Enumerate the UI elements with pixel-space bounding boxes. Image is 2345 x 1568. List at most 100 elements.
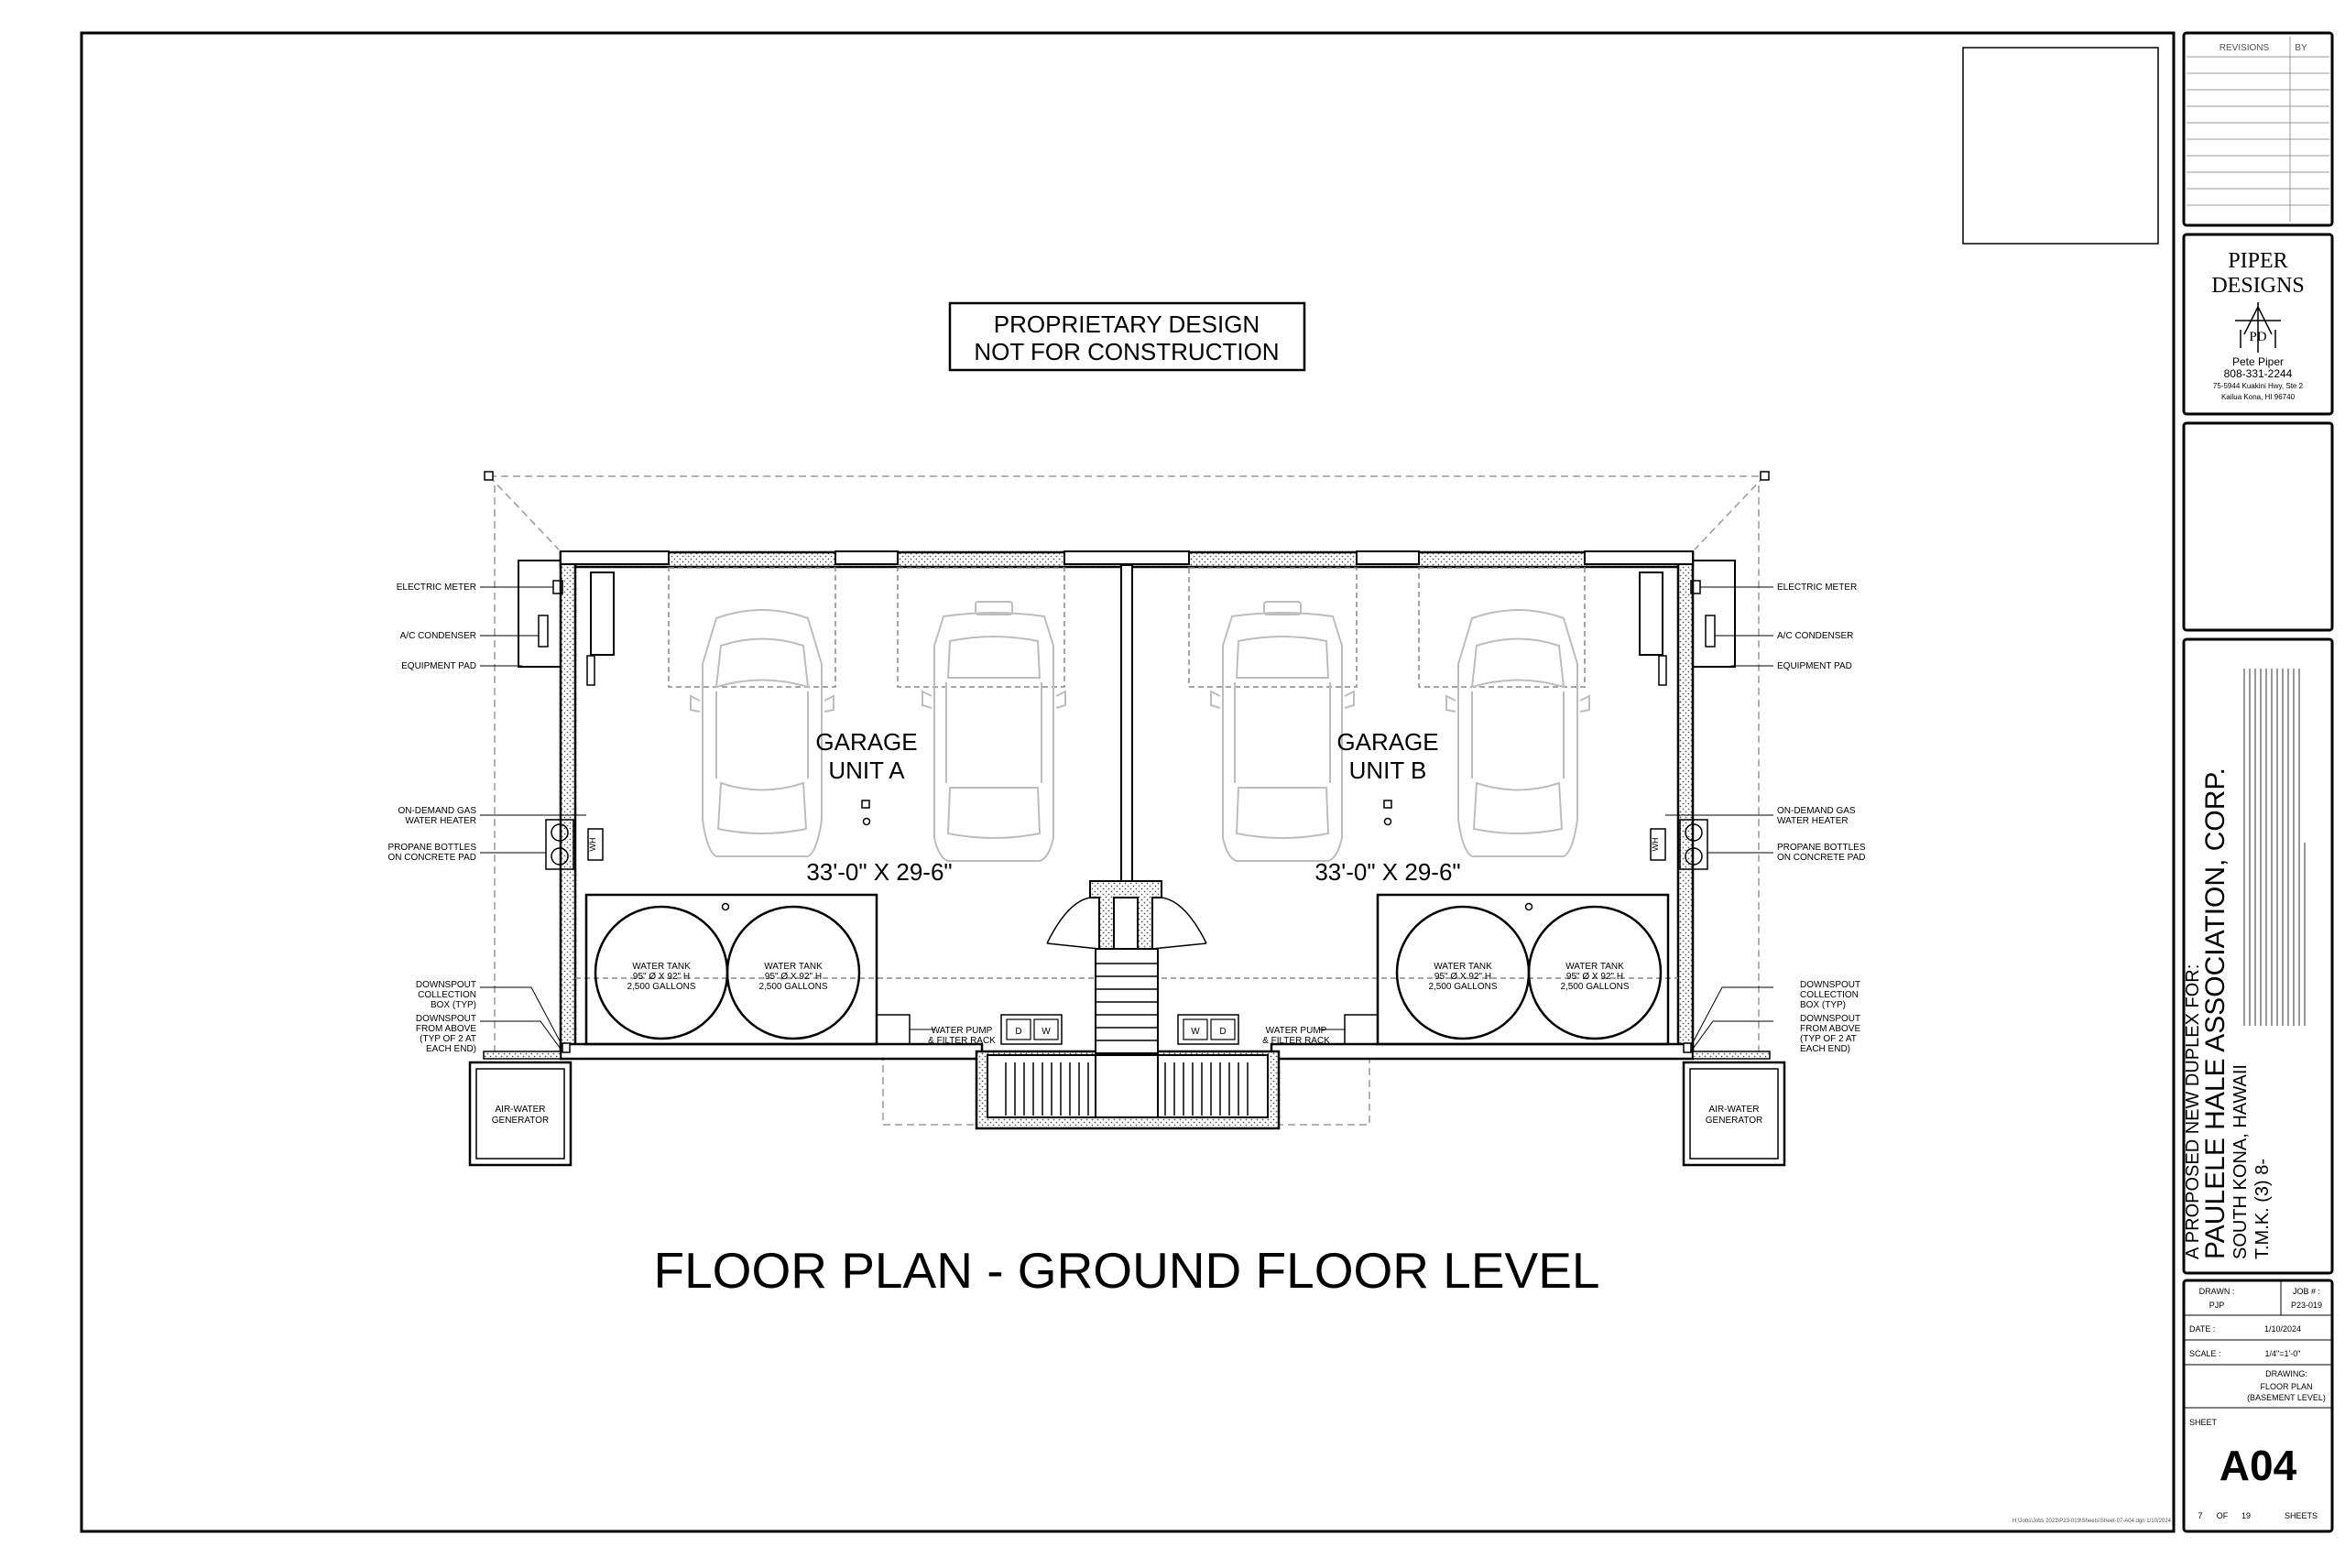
svg-text:EQUIPMENT PAD: EQUIPMENT PAD <box>1777 661 1852 671</box>
contact-address-1: 75-5944 Kuakini Hwy, Ste 2 <box>2213 382 2304 390</box>
unit-a-title-1: GARAGE <box>815 728 917 756</box>
svg-text:2,500 GALLONS: 2,500 GALLONS <box>758 982 827 992</box>
file-path: H:\Jobs\Jobs 2023\P23-019\Sheets\Sheet-0… <box>2012 1519 2172 1524</box>
svg-text:WATER PUMP: WATER PUMP <box>932 1026 993 1036</box>
unit-b-title-2: UNIT B <box>1349 757 1427 784</box>
tank-a1: WATER TANK 95" Ø X 92" H 2,500 GALLONS <box>594 905 729 1040</box>
svg-text:WATER TANK: WATER TANK <box>1565 962 1624 972</box>
scale-label: SCALE : <box>2189 1349 2221 1358</box>
svg-text:ON-DEMAND GAS: ON-DEMAND GAS <box>1777 806 1856 816</box>
svg-text:EACH END): EACH END) <box>426 1044 476 1054</box>
building-walls <box>559 550 1695 1130</box>
drawing-value-2: (BASEMENT LEVEL) <box>2247 1393 2326 1402</box>
svg-text:FROM ABOVE: FROM ABOVE <box>1800 1024 1860 1034</box>
notice-line-2: NOT FOR CONSTRUCTION <box>974 338 1279 365</box>
contact-phone: 808-331-2244 <box>2224 367 2293 380</box>
svg-text:FROM ABOVE: FROM ABOVE <box>416 1024 476 1034</box>
contact-name: Pete Piper <box>2232 355 2284 368</box>
notice-line-1: PROPRIETARY DESIGN <box>994 310 1260 338</box>
svg-text:2,500 GALLONS: 2,500 GALLONS <box>627 982 695 992</box>
svg-text:BOX (TYP): BOX (TYP) <box>431 1000 476 1010</box>
svg-text:EACH END): EACH END) <box>1800 1044 1850 1054</box>
sheet-total: 19 <box>2241 1511 2251 1520</box>
svg-text:WATER HEATER: WATER HEATER <box>405 816 476 826</box>
svg-text:DOWNSPOUT: DOWNSPOUT <box>1800 1014 1860 1024</box>
project-line-2: PAULELE HALE ASSOCIATION, CORP. <box>2200 768 2230 1259</box>
laundry-left: D W <box>1000 1014 1063 1045</box>
project-line-1: A PROPOSED NEW DUPLEX FOR: <box>2183 964 2203 1259</box>
svg-text:ON CONCRETE PAD: ON CONCRETE PAD <box>1777 853 1866 863</box>
wh-label-left: WH <box>588 838 597 852</box>
svg-text:WATER TANK: WATER TANK <box>632 962 691 972</box>
project-line-4: T.M.K. (3) 8- <box>2252 1159 2273 1259</box>
svg-text:A/C CONDENSER: A/C CONDENSER <box>400 631 476 641</box>
svg-text:PROPANE BOTTLES: PROPANE BOTTLES <box>387 843 476 853</box>
car-a1 <box>690 609 834 857</box>
svg-text:ELECTRIC METER: ELECTRIC METER <box>1777 583 1857 593</box>
drawing-value-1: FLOOR PLAN <box>2260 1382 2312 1391</box>
sheet-label: SHEET <box>2189 1418 2218 1427</box>
sheets-label: SHEETS <box>2285 1511 2318 1520</box>
generator-left-2: GENERATOR <box>492 1116 549 1126</box>
project-line-3: SOUTH KONA, HAWAII <box>2230 1064 2251 1259</box>
by-header: BY <box>2295 43 2307 53</box>
svg-text:95" Ø X 92" H: 95" Ø X 92" H <box>765 972 822 982</box>
unit-b-title-1: GARAGE <box>1336 728 1438 756</box>
svg-text:D: D <box>1219 1027 1226 1037</box>
stair-core <box>1005 880 1249 1117</box>
firm-logo-text: PD <box>2249 330 2266 344</box>
svg-text:ON CONCRETE PAD: ON CONCRETE PAD <box>388 853 477 863</box>
firm-name-2: DESIGNS <box>2211 274 2304 298</box>
svg-text:COLLECTION: COLLECTION <box>1800 990 1859 1000</box>
svg-text:WATER TANK: WATER TANK <box>764 962 823 972</box>
svg-text:ELECTRIC METER: ELECTRIC METER <box>397 583 476 593</box>
generator-right-2: GENERATOR <box>1706 1116 1762 1126</box>
sheet-of: OF <box>2217 1511 2229 1520</box>
svg-text:& FILTER RACK: & FILTER RACK <box>928 1036 996 1046</box>
tank-b2: WATER TANK 95" Ø X 92" H 2,500 GALLONS <box>1527 905 1663 1040</box>
disclaimer-lines <box>2243 669 2306 1026</box>
drawing-label: DRAWING: <box>2265 1369 2307 1378</box>
callouts-left: ELECTRIC METER A/C CONDENSER EQUIPMENT P… <box>387 583 586 1054</box>
firm-logo-icon <box>2235 302 2281 353</box>
firm-name-1: PIPER <box>2228 249 2287 273</box>
unit-a-title-2: UNIT A <box>828 757 905 784</box>
drawn-label: DRAWN : <box>2199 1287 2235 1296</box>
svg-text:(TYP OF 2 AT: (TYP OF 2 AT <box>420 1034 476 1044</box>
garage-headers <box>560 550 1694 565</box>
generator-left-1: AIR-WATER <box>496 1105 546 1115</box>
laundry-right: W D <box>1177 1014 1239 1045</box>
car-a2 <box>922 601 1066 862</box>
svg-text:95" Ø X 92" H: 95" Ø X 92" H <box>633 972 690 982</box>
svg-text:BOX (TYP): BOX (TYP) <box>1800 1000 1846 1010</box>
date-label: DATE : <box>2189 1324 2215 1334</box>
svg-text:WATER PUMP: WATER PUMP <box>1266 1026 1327 1036</box>
tank-b1: WATER TANK 95" Ø X 92" H 2,500 GALLONS <box>1395 905 1531 1040</box>
revisions-header: REVISIONS <box>2220 43 2270 53</box>
water-pump-left: WATER PUMP & FILTER RACK <box>910 1026 996 1046</box>
svg-text:2,500 GALLONS: 2,500 GALLONS <box>1428 982 1497 992</box>
job-label: JOB # : <box>2293 1287 2320 1296</box>
unit-b-dims: 33'-0" X 29-6" <box>1314 858 1460 886</box>
svg-text:D: D <box>1015 1027 1021 1037</box>
svg-text:COLLECTION: COLLECTION <box>418 990 476 1000</box>
tank-a2: WATER TANK 95" Ø X 92" H 2,500 GALLONS <box>725 905 861 1040</box>
svg-text:WATER TANK: WATER TANK <box>1434 962 1492 972</box>
svg-text:W: W <box>1042 1027 1051 1037</box>
plan-title: FLOOR PLAN - GROUND FLOOR LEVEL <box>654 1242 1600 1299</box>
unit-a-dims: 33'-0" X 29-6" <box>806 858 952 886</box>
car-b1 <box>1210 601 1355 862</box>
svg-text:DOWNSPOUT: DOWNSPOUT <box>1800 980 1860 990</box>
wh-label-right: WH <box>1651 838 1660 852</box>
svg-text:& FILTER RACK: & FILTER RACK <box>1262 1036 1330 1046</box>
car-b2 <box>1445 609 1590 857</box>
sheet-index: 7 <box>2198 1511 2202 1520</box>
svg-text:ON-DEMAND GAS: ON-DEMAND GAS <box>398 806 476 816</box>
svg-text:W: W <box>1191 1027 1200 1037</box>
water-pump-right: WATER PUMP & FILTER RACK <box>1262 1026 1345 1046</box>
title-block: REVISIONS BY PIPER DESIGNS PD <box>2182 31 2334 1533</box>
svg-text:PROPANE BOTTLES: PROPANE BOTTLES <box>1777 843 1866 853</box>
callouts-right: ELECTRIC METER A/C CONDENSER EQUIPMENT P… <box>1665 583 1866 1054</box>
job-value: P23-019 <box>2291 1301 2322 1310</box>
